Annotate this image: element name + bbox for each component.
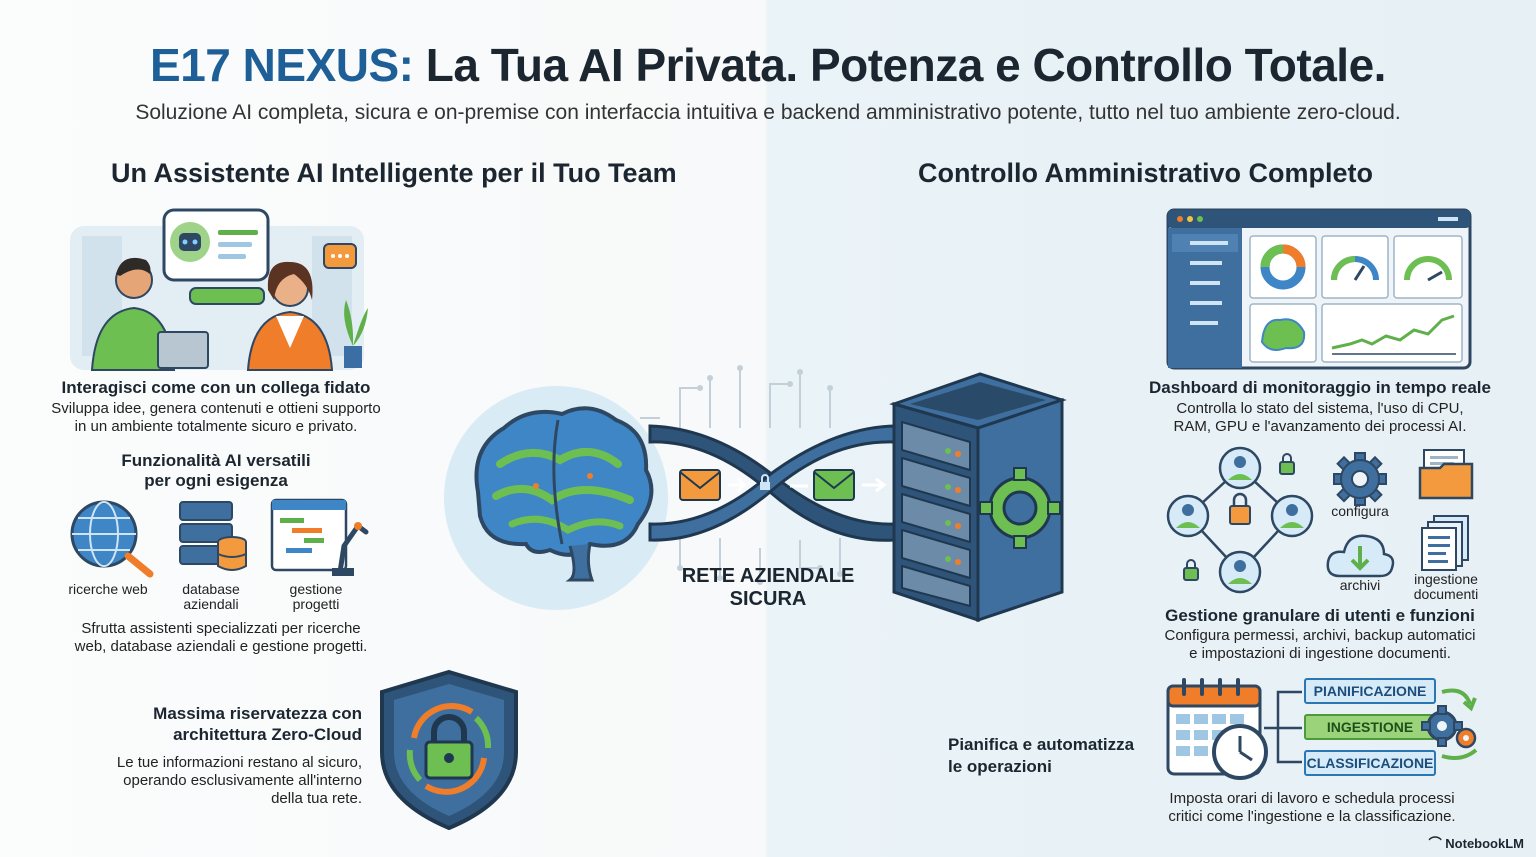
gestione-body-2: e impostazioni di ingestione documenti.: [1189, 645, 1451, 662]
label-database-2: aziendali: [183, 596, 239, 612]
gestione-title: Gestione granulare di utenti e funzioni: [1165, 606, 1475, 625]
funz-body-1: Sfrutta assistenti specializzati per ric…: [81, 620, 361, 637]
network-label-1: RETE AZIENDALE: [681, 565, 855, 587]
calendar-clock-icon: [1166, 678, 1302, 780]
collega-title: Interagisci come con un collega fidato: [61, 378, 371, 397]
pianifica-title-2: le operazioni: [948, 757, 1052, 776]
label-database-1: database: [182, 581, 240, 597]
funz-title-2: per ogni esigenza: [144, 471, 288, 490]
riserv-title-1: Massima riservatezza con: [153, 704, 362, 723]
pianifica-body-1: Imposta orari di lavoro e schedula proce…: [1169, 790, 1455, 807]
collega-body-1: Sviluppa idee, genera contenuti e ottien…: [51, 400, 381, 417]
schedule-steps: PIANIFICAZIONE INGESTIONE CLASSIFICAZION…: [1304, 678, 1444, 778]
team-chat-illustration: [70, 208, 368, 371]
server-icon: [889, 372, 1067, 623]
brain-icon: [444, 386, 668, 610]
riserv-body-3: della tua rete.: [271, 790, 362, 807]
right-heading: Controllo Amministrativo Completo: [918, 158, 1374, 188]
network-label-2: SICURA: [729, 588, 807, 610]
gestione-body-1: Configura permessi, archivi, backup auto…: [1164, 627, 1476, 644]
secure-network-twist: [648, 424, 896, 542]
dashboard-body-2: RAM, GPU e l'avanzamento dei processi AI…: [1173, 418, 1467, 435]
notebooklm-watermark: ⌒ NotebookLM: [1429, 833, 1524, 852]
database-icon: [179, 501, 247, 571]
riserv-body-1: Le tue informazioni restano al sicuro,: [116, 754, 362, 771]
label-gestione-2: progetti: [292, 596, 340, 612]
pianifica-body-2: critici come l'ingestione e la classific…: [1168, 808, 1456, 825]
riserv-body-2: operando esclusivamente all'interno: [123, 772, 362, 789]
step-ingestione: INGESTIONE: [1304, 714, 1436, 740]
title-brand: E17 NEXUS:: [150, 39, 414, 91]
project-gantt-icon: [270, 498, 369, 576]
step-classificazione: CLASSIFICAZIONE: [1304, 750, 1436, 776]
collega-body-2: in un ambiente totalmente sicuro e priva…: [74, 418, 358, 435]
label-ingestione-2: documenti: [1413, 586, 1479, 602]
label-ingestione-1: ingestione: [1414, 571, 1478, 587]
label-configura: configura: [1331, 503, 1389, 519]
dashboard-title: Dashboard di monitoraggio in tempo reale: [1149, 378, 1491, 397]
automation-gears-icon: [1421, 688, 1478, 760]
title-rest: La Tua AI Privata. Potenza e Controllo T…: [425, 39, 1387, 91]
dashboard-body-1: Controlla lo stato del sistema, l'uso di…: [1176, 400, 1464, 417]
user-permissions-network: [1166, 446, 1314, 594]
circuit-traces: [640, 365, 843, 585]
page-subtitle: Soluzione AI completa, sicura e on-premi…: [135, 101, 1401, 124]
pianifica-title-1: Pianifica e automatizza: [948, 735, 1135, 754]
dashboard-window: [1166, 208, 1472, 370]
gear-icon: [1333, 452, 1387, 506]
label-gestione-1: gestione: [289, 581, 343, 597]
funz-body-2: web, database aziendali e gestione proge…: [74, 638, 368, 655]
label-archivi: archivi: [1339, 577, 1381, 593]
funz-title-1: Funzionalità AI versatili: [121, 451, 311, 470]
riserv-title-2: architettura Zero-Cloud: [173, 725, 362, 744]
folder-icon: [1418, 449, 1474, 500]
label-ricerche-web: ricerche web: [68, 581, 148, 597]
notebooklm-logo-icon: ⌒: [1428, 836, 1446, 851]
watermark-text: NotebookLM: [1445, 836, 1524, 851]
cloud-download-icon: [1326, 534, 1395, 578]
page-title: E17 NEXUS: La Tua AI Privata. Potenza e …: [0, 38, 1536, 92]
documents-icon: [1421, 515, 1469, 571]
globe-search-icon: [70, 500, 154, 578]
shield-lock-icon: [380, 669, 518, 831]
step-pianificazione: PIANIFICAZIONE: [1304, 678, 1436, 704]
left-heading: Un Assistente AI Intelligente per il Tuo…: [111, 158, 677, 188]
